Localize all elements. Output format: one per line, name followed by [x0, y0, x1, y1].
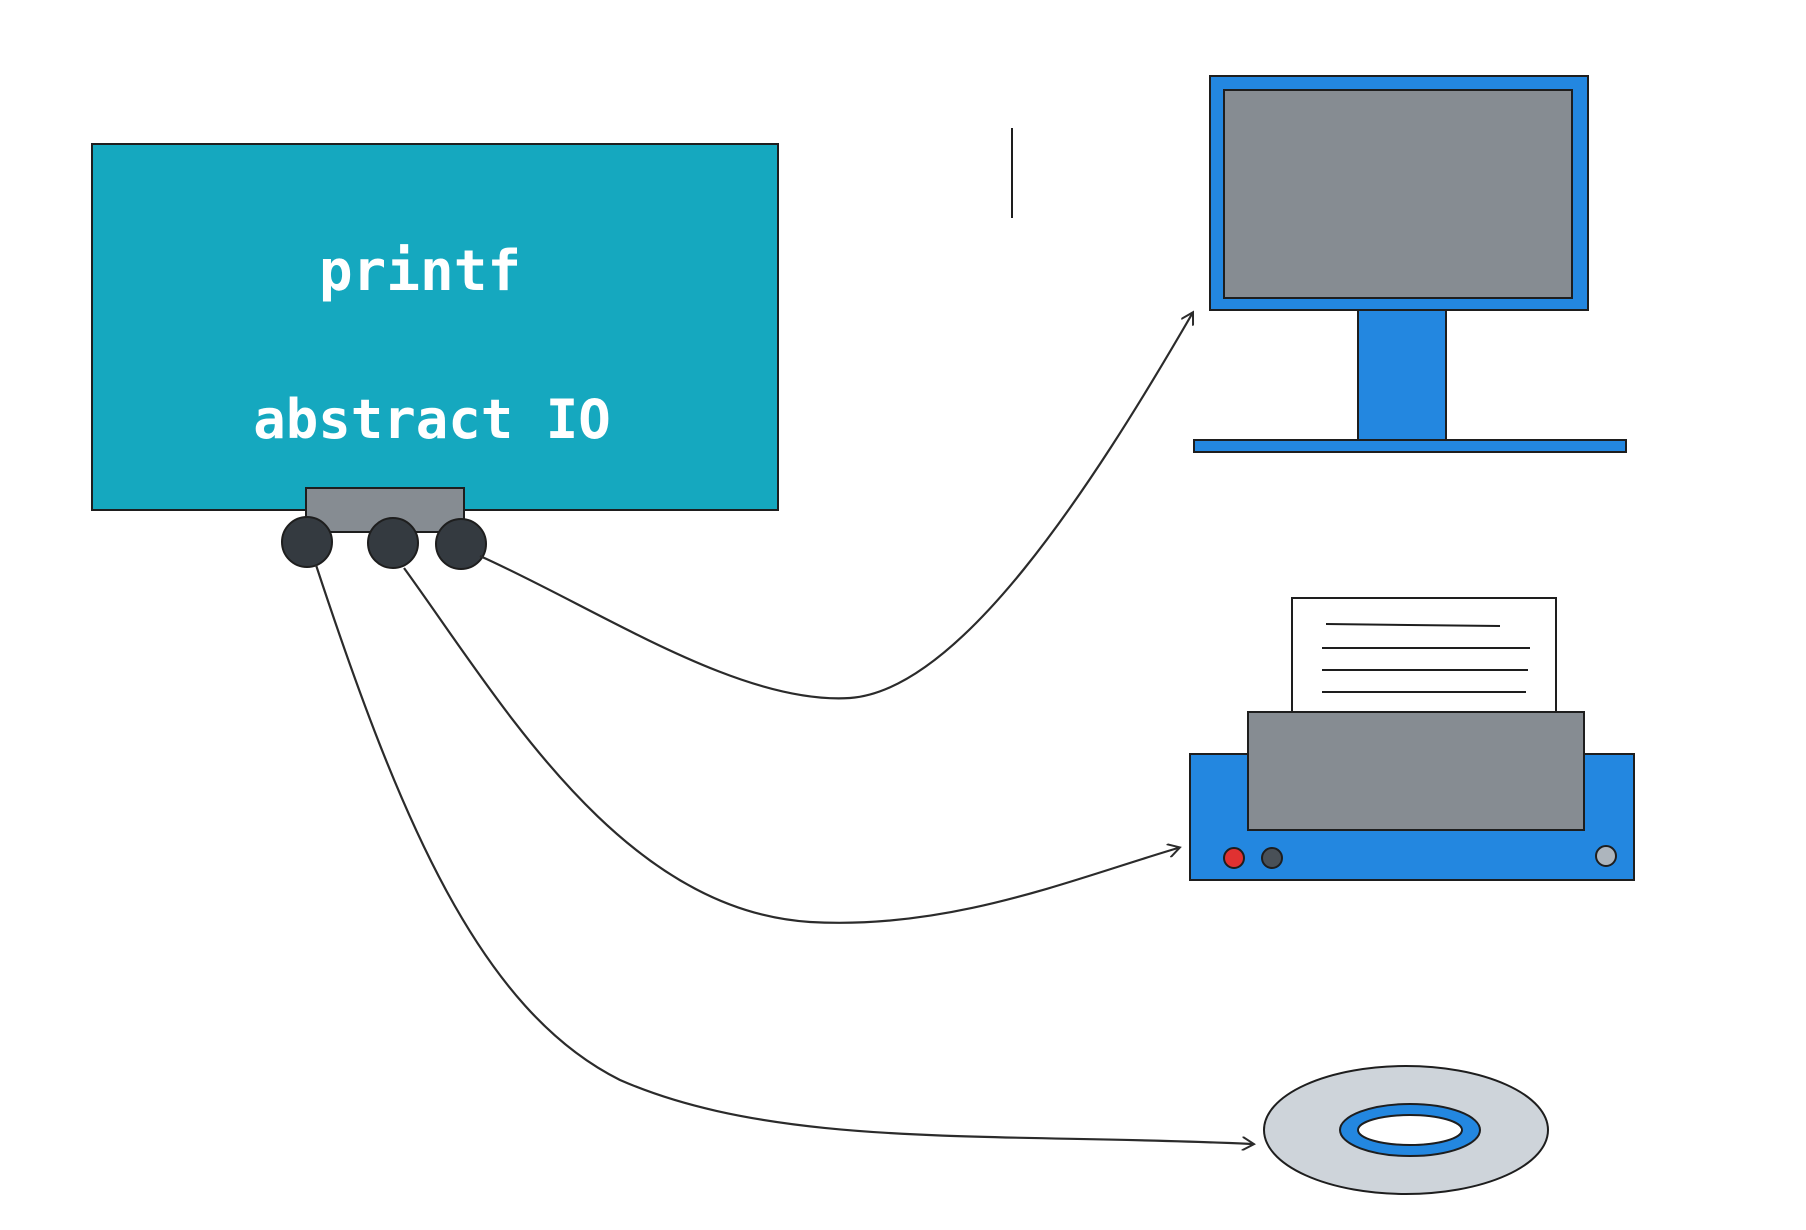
arrow-to-disc [314, 564, 1252, 1144]
box-title-printf: printf [319, 239, 521, 304]
disc-icon [1263, 1065, 1549, 1195]
printer-light-button [1595, 845, 1617, 867]
printer-dark-button [1261, 847, 1283, 869]
printer-power-button [1223, 847, 1245, 869]
printer-icon [1189, 597, 1635, 881]
port-knob-disc [281, 516, 333, 568]
arrow-to-monitor [479, 314, 1192, 700]
monitor-icon [1193, 75, 1627, 453]
port-knob-monitor [435, 518, 487, 570]
arrow-to-printer [403, 567, 1178, 924]
box-subtitle-abstract-io: abstract IO [253, 388, 611, 451]
abstract-io-box: printf abstract IO [91, 143, 779, 511]
port-knob-printer [367, 517, 419, 569]
